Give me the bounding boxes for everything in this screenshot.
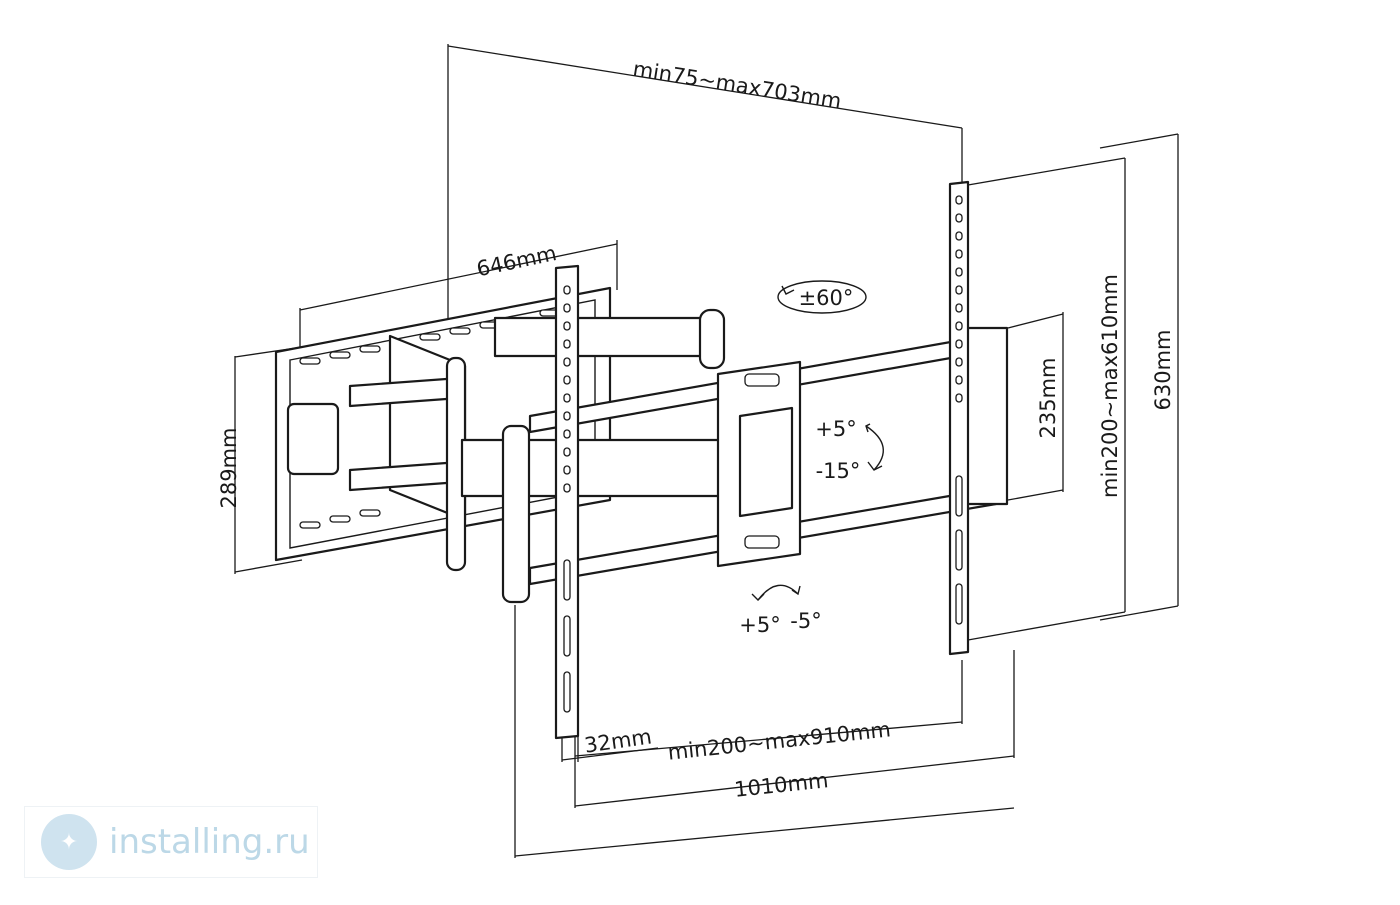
overall-width-dim-line (574, 755, 1015, 807)
label-plate-height: 289mm (217, 428, 241, 509)
left-rail-holes (563, 285, 571, 713)
ext-dim-line (447, 45, 963, 129)
level-arrow-icon (757, 584, 799, 601)
globe-logo-icon: ✦ (41, 814, 97, 870)
label-vesa-vertical: min200~max610mm (1098, 274, 1122, 498)
right-rail (948, 180, 970, 656)
wall-plate-slots-bottom (299, 509, 381, 529)
swivel-arrowhead-icon (781, 285, 795, 295)
rail-height-ext-top (1099, 133, 1179, 149)
label-tilt-height: 235mm (1036, 358, 1060, 439)
tilt-slot-top (744, 373, 780, 387)
overall-width-dim-line-2 (514, 807, 1015, 857)
tilt-height-ext-bottom (1007, 489, 1064, 501)
upper-arm (493, 316, 720, 358)
label-level-plus: +5° (739, 613, 780, 637)
label-tilt-up: +5° (815, 417, 856, 441)
label-extension: min75~max703mm (631, 57, 843, 114)
tilt-center-plate (738, 406, 794, 518)
dimension-lines (234, 44, 1179, 858)
tilt-slot-bottom (744, 535, 780, 549)
tilt-arrow-icon (865, 425, 884, 471)
right-rail-holes (955, 195, 963, 625)
swivel-arrow-icon (777, 280, 867, 314)
label-rail-height: 630mm (1151, 330, 1175, 411)
level-arrowhead-left-icon (751, 593, 765, 601)
level-arrowhead-right-icon (791, 585, 801, 596)
label-rail-width: 32mm (583, 724, 653, 757)
arm-hinge-2 (698, 308, 726, 370)
left-rail (554, 264, 580, 740)
tilt-arrowhead-top-icon (865, 423, 871, 433)
rail-height-ext-bottom (1099, 605, 1179, 621)
vertical-rails (554, 180, 970, 740)
motion-labels: ±60° +5° -15° +5° -5° (739, 286, 860, 637)
vesa-v-ext-bottom (967, 611, 1126, 641)
watermark-text: installing.ru (109, 822, 310, 862)
label-vesa-horizontal: min200~max910mm (667, 717, 892, 764)
wall-plate-window (286, 402, 340, 476)
label-swivel: ±60° (799, 286, 854, 310)
plate-height-ext-bottom (234, 559, 303, 573)
label-level-minus: -5° (790, 609, 821, 633)
tilt-height-ext-top (1007, 313, 1064, 329)
right-clamp (963, 326, 1009, 506)
label-plate-width: 646mm (474, 241, 558, 281)
plate-width-dim-line (299, 243, 618, 311)
label-overall-width: 1010mm (733, 768, 829, 802)
arm-hinge-3 (501, 424, 531, 604)
tilt-arrowhead-bottom-icon (867, 461, 883, 471)
watermark: ✦ installing.ru (24, 806, 318, 878)
tilt-head (716, 360, 802, 568)
vesa-v-ext-top (967, 157, 1126, 186)
rail-width-dim-line (561, 747, 659, 761)
motion-arrows (751, 280, 884, 601)
label-tilt-down: -15° (816, 459, 861, 483)
